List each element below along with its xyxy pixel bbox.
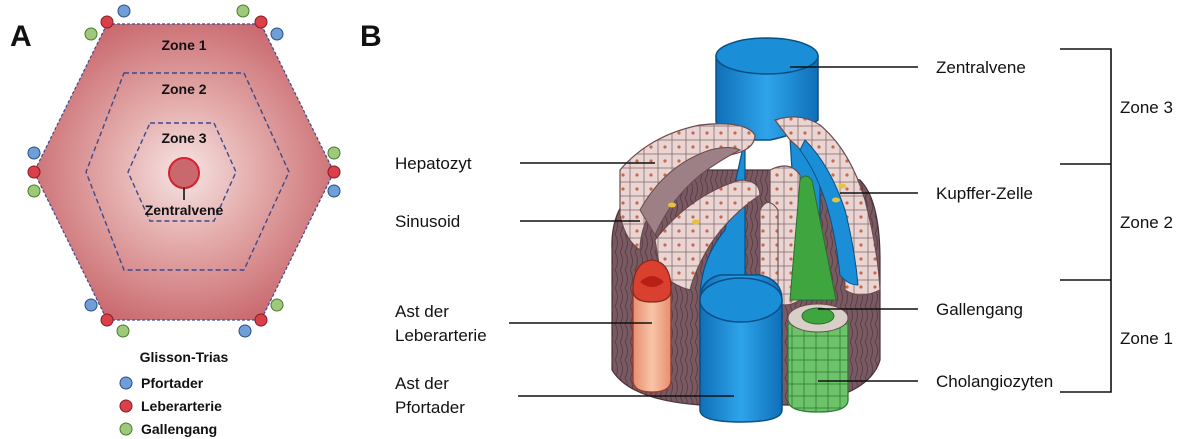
zone-brackets — [1060, 49, 1111, 392]
legend-gallengang-label: Gallengang — [141, 421, 217, 437]
zone-3-label: Zone 3 — [161, 130, 206, 146]
legend-pfortader-swatch — [120, 377, 132, 389]
legend-gallengang-swatch — [120, 423, 132, 435]
legend-title: Glisson-Trias — [140, 349, 229, 365]
central-vein-label: Zentralvene — [145, 202, 224, 218]
zone-2-label: Zone 2 — [161, 81, 206, 97]
label-ast-der-1: Ast der — [395, 302, 449, 321]
label-zentralvene: Zentralvene — [936, 58, 1026, 77]
legend-leberarterie-swatch — [120, 400, 132, 412]
label-hepatozyt: Hepatozyt — [395, 154, 472, 173]
label-ast-der-2: Ast der — [395, 374, 449, 393]
central-vein-circle — [169, 158, 199, 188]
label-cholangiozyten: Cholangiozyten — [936, 372, 1053, 391]
label-gallengang: Gallengang — [936, 300, 1023, 319]
label-leberarterie: Leberarterie — [395, 326, 487, 345]
label-sinusoid: Sinusoid — [395, 212, 460, 231]
label-pfortader: Pfortader — [395, 398, 465, 417]
legend: Pfortader Leberarterie Gallengang — [120, 375, 222, 437]
label-kupffer-zelle: Kupffer-Zelle — [936, 184, 1033, 203]
zone-3-bracket-label: Zone 3 — [1120, 98, 1173, 117]
zone-2-bracket-label: Zone 2 — [1120, 213, 1173, 232]
panel-a-label: A — [10, 20, 32, 53]
zone-1-bracket-label: Zone 1 — [1120, 329, 1173, 348]
panel-b-label: B — [360, 20, 382, 53]
legend-pfortader-label: Pfortader — [141, 375, 204, 391]
sinusoid-illustration — [612, 38, 880, 422]
zone-1-label: Zone 1 — [161, 37, 206, 53]
legend-leberarterie-label: Leberarterie — [141, 398, 222, 414]
